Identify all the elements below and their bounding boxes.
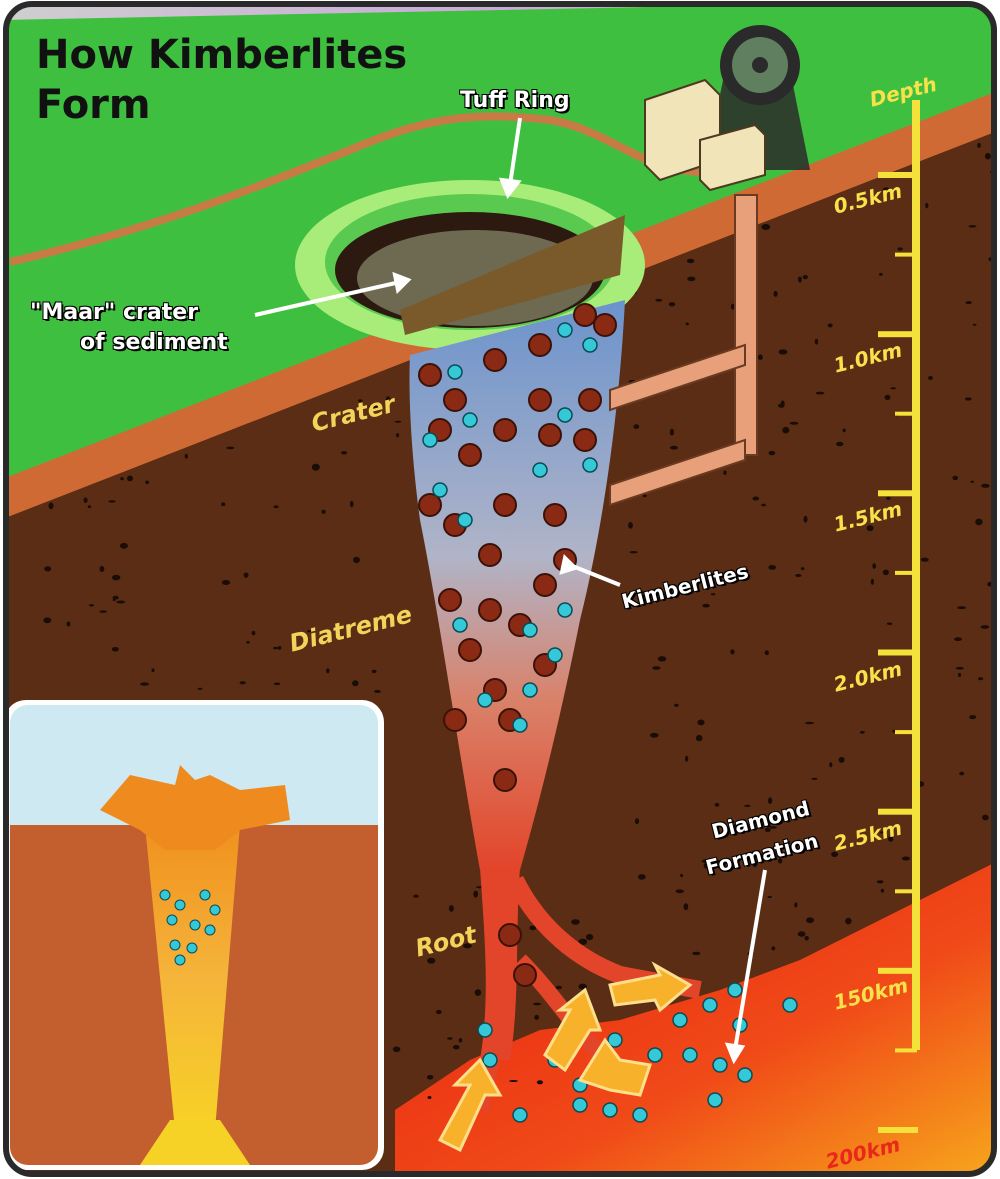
inset-diamond bbox=[174, 899, 186, 911]
maar-label-line-1: "Maar" crater bbox=[30, 300, 199, 325]
diamond bbox=[432, 482, 448, 498]
diamond bbox=[477, 692, 493, 708]
diamond bbox=[572, 1097, 588, 1113]
kimberlite-rock bbox=[528, 333, 552, 357]
depth-minor-tick bbox=[895, 1048, 917, 1053]
title-line-1: How Kimberlites bbox=[36, 32, 408, 78]
inset-diamond bbox=[174, 954, 186, 966]
diamond bbox=[522, 682, 538, 698]
diamond bbox=[647, 1047, 663, 1063]
kimberlite-rock bbox=[493, 768, 517, 792]
depth-tick bbox=[878, 331, 918, 338]
diagram-title: How Kimberlites Form bbox=[36, 30, 407, 130]
diamond bbox=[582, 457, 598, 473]
kimberlite-rock bbox=[513, 963, 537, 987]
kimberlite-rock bbox=[493, 418, 517, 442]
mine-shaft bbox=[609, 194, 758, 507]
diamond bbox=[632, 1107, 648, 1123]
kimberlite-rock bbox=[493, 493, 517, 517]
kimberlite-rock bbox=[418, 363, 442, 387]
mantle-lava bbox=[395, 860, 994, 1174]
diamond bbox=[522, 622, 538, 638]
diamond bbox=[452, 617, 468, 633]
kimberlite-rock bbox=[443, 708, 467, 732]
maar-label-line-2: of sediment bbox=[80, 330, 228, 355]
diamond bbox=[727, 982, 743, 998]
depth-bar bbox=[912, 100, 920, 1050]
diamond bbox=[457, 512, 473, 528]
inset-diamond bbox=[189, 919, 201, 931]
inset-diamond bbox=[166, 914, 178, 926]
diamond bbox=[557, 407, 573, 423]
root-branch bbox=[506, 875, 702, 999]
pointer-arrows bbox=[254, 117, 767, 1065]
kimberlite-rock bbox=[528, 388, 552, 412]
inset-diamond bbox=[186, 942, 198, 954]
kimberlite-rock bbox=[573, 428, 597, 452]
diamond bbox=[607, 1032, 623, 1048]
inset-diamond bbox=[209, 904, 221, 916]
frame-border bbox=[3, 1, 997, 1177]
kimberlite-rock bbox=[478, 543, 502, 567]
kimberlite-rock bbox=[533, 573, 557, 597]
diamond bbox=[672, 1012, 688, 1028]
depth-minor-tick bbox=[895, 411, 917, 416]
depth-tick bbox=[878, 172, 918, 178]
kimberlite-rock bbox=[418, 493, 442, 517]
kimberlite-rock bbox=[458, 443, 482, 467]
tuff-ring-label: Tuff Ring bbox=[460, 88, 570, 113]
inset-panel bbox=[6, 700, 384, 1170]
inset-diamond bbox=[199, 889, 211, 901]
diamond bbox=[557, 602, 573, 618]
depth-tick bbox=[878, 490, 918, 497]
mine-buildings bbox=[644, 78, 766, 192]
magma-arrows bbox=[437, 961, 693, 1153]
depth-tick bbox=[878, 649, 918, 656]
diamond bbox=[547, 647, 563, 663]
depth-minor-tick bbox=[895, 889, 917, 894]
kimberlite-rock bbox=[478, 598, 502, 622]
kimberlite-rock bbox=[483, 348, 507, 372]
diamond bbox=[422, 432, 438, 448]
diamond bbox=[682, 1047, 698, 1063]
diamond bbox=[557, 322, 573, 338]
kimberlite-rock bbox=[573, 303, 597, 327]
diamond bbox=[482, 1052, 498, 1068]
kimberlite-rock bbox=[543, 503, 567, 527]
kimberlite-rock bbox=[498, 923, 522, 947]
depth-minor-tick bbox=[895, 252, 917, 257]
diamond bbox=[737, 1067, 753, 1083]
depth-ticks bbox=[878, 172, 918, 1133]
diamond bbox=[602, 1102, 618, 1118]
diamond bbox=[477, 1022, 493, 1038]
kimberlite-rock bbox=[593, 313, 617, 337]
kimberlite-rock bbox=[578, 388, 602, 412]
inset-diamond bbox=[159, 889, 171, 901]
diamond bbox=[447, 364, 463, 380]
diamond bbox=[512, 717, 528, 733]
inset-diamond bbox=[204, 924, 216, 936]
depth-tick bbox=[878, 808, 918, 815]
diamond bbox=[782, 997, 798, 1013]
kimberlite-rock bbox=[458, 638, 482, 662]
inset-diamonds bbox=[159, 889, 221, 966]
diamond bbox=[532, 462, 548, 478]
kimberlite-rock bbox=[443, 388, 467, 412]
diamond bbox=[702, 997, 718, 1013]
diamond bbox=[712, 1057, 728, 1073]
kimberlite-rock bbox=[538, 423, 562, 447]
diamond bbox=[462, 412, 478, 428]
title-line-2: Form bbox=[36, 82, 151, 128]
depth-tick bbox=[878, 967, 918, 974]
depth-minor-tick bbox=[895, 570, 917, 575]
diamond bbox=[582, 337, 598, 353]
kimberlite-rock bbox=[438, 588, 462, 612]
diamond bbox=[512, 1107, 528, 1123]
inset-diamond bbox=[169, 939, 181, 951]
depth-minor-tick bbox=[895, 730, 917, 735]
crater-wall bbox=[400, 215, 625, 335]
depth-tick bbox=[878, 1127, 918, 1133]
diamond bbox=[707, 1092, 723, 1108]
